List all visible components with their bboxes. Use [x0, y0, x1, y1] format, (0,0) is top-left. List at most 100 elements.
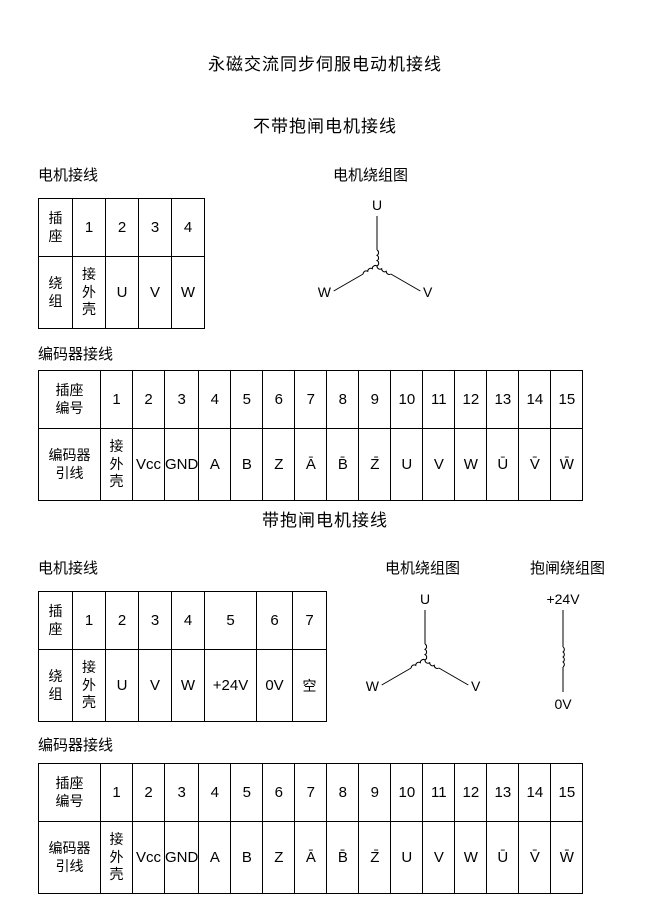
winding-right-label: V	[471, 678, 481, 694]
table-cell: +24V	[204, 649, 257, 722]
table-cell: 7	[294, 763, 328, 822]
table-cell: 8	[326, 370, 360, 429]
motor-winding-diagram-label-2: 电机绕组图	[385, 560, 461, 577]
table-row: 编码器引线 接外壳 Vcc GND A B Z Ā B̄ Z̄ U V W Ū …	[38, 821, 584, 894]
table-cell: W	[454, 821, 488, 894]
table-cell: 14	[518, 370, 552, 429]
table-cell: 1	[72, 591, 106, 650]
table-cell: 9	[358, 763, 392, 822]
table-row: 插座 1 2 3 4	[38, 198, 205, 257]
table-cell: W̄	[550, 821, 584, 894]
table-cell: Z̄	[358, 428, 392, 501]
winding-lines	[333, 216, 421, 292]
motor-winding-diagram-label-1: 电机绕组图	[333, 167, 409, 184]
brake-top-label: +24V	[546, 592, 580, 607]
table-cell: U	[390, 428, 424, 501]
page-title: 永磁交流同步伺服电动机接线	[208, 55, 442, 74]
motor-winding-diagram-svg-2: U W V	[366, 592, 481, 694]
table-cell: 5	[204, 591, 257, 650]
table-cell: 3	[163, 763, 200, 822]
table-cell: 9	[358, 370, 392, 429]
winding-left-label: W	[366, 678, 380, 694]
table-cell: 空	[292, 649, 327, 722]
section1-title: 不带抱闸电机接线	[253, 117, 397, 136]
table-row: 插座 1 2 3 4 5 6 7	[38, 591, 327, 650]
table-cell: W	[171, 649, 205, 722]
encoder-table-2: 插座编号 1 2 3 4 5 6 7 8 9 10 11 12 13 14 15…	[38, 763, 584, 894]
table-cell: 15	[550, 763, 584, 822]
table-cell: 4	[198, 370, 232, 429]
table-cell: 3	[138, 198, 172, 257]
table-cell: Ū	[486, 428, 520, 501]
table-cell: 4	[171, 591, 205, 650]
encoder-wiring-label-1: 编码器接线	[38, 346, 114, 363]
brake-winding-diagram-svg: +24V 0V	[546, 592, 580, 712]
table-cell: 6	[256, 591, 293, 650]
table-cell: Z	[262, 821, 296, 894]
table-header-cell: 绕组	[38, 649, 73, 722]
table-cell: 接外壳	[72, 649, 106, 722]
motor-winding-diagram-svg-1: U W V	[318, 198, 433, 300]
table-cell: U	[105, 649, 139, 722]
table-cell: 13	[486, 370, 520, 429]
table-cell: V	[422, 821, 456, 894]
table-cell: A	[198, 821, 232, 894]
table-cell: B̄	[326, 821, 360, 894]
table-row: 插座编号 1 2 3 4 5 6 7 8 9 10 11 12 13 14 15	[38, 763, 584, 822]
table-cell: 2	[132, 370, 165, 429]
table-cell: 7	[292, 591, 327, 650]
table-cell: W̄	[550, 428, 584, 501]
table-header-cell: 插座	[38, 198, 73, 257]
table-header-cell: 编码器引线	[38, 428, 101, 501]
table-cell: 3	[163, 370, 200, 429]
table-cell: 5	[230, 763, 264, 822]
encoder-wiring-label-2: 编码器接线	[38, 737, 114, 754]
table-cell: 11	[422, 763, 456, 822]
table-cell: GND	[163, 821, 200, 894]
table-cell: 4	[171, 198, 205, 257]
winding-right-label: V	[423, 284, 433, 300]
table-cell: Vcc	[132, 821, 165, 894]
winding-top-label: U	[420, 592, 430, 607]
table-cell: 6	[262, 370, 296, 429]
table-cell: 11	[422, 370, 456, 429]
table-header-cell: 插座	[38, 591, 73, 650]
table-cell: 接外壳	[100, 821, 133, 894]
table-cell: 14	[518, 763, 552, 822]
table-cell: 12	[454, 763, 488, 822]
table-cell: 15	[550, 370, 584, 429]
table-header-cell: 编码器引线	[38, 821, 101, 894]
table-cell: 1	[100, 763, 133, 822]
table-cell: 12	[454, 370, 488, 429]
table-cell: 1	[72, 198, 106, 257]
table-cell: U	[390, 821, 424, 894]
table-row: 编码器引线 接外壳 Vcc GND A B Z Ā B̄ Z̄ U V W Ū …	[38, 428, 584, 501]
table-cell: 8	[326, 763, 360, 822]
table-cell: 接外壳	[72, 256, 106, 329]
table-cell: 2	[132, 763, 165, 822]
table-header-cell: 绕组	[38, 256, 73, 329]
table-cell: V̄	[518, 821, 552, 894]
table-cell: Ā	[294, 821, 328, 894]
table-cell: 13	[486, 763, 520, 822]
table-header-cell: 插座编号	[38, 763, 101, 822]
table-cell: A	[198, 428, 232, 501]
table-row: 绕组 接外壳 U V W +24V 0V 空	[38, 649, 327, 722]
table-cell: U	[105, 256, 139, 329]
table-cell: 6	[262, 763, 296, 822]
table-cell: V	[138, 649, 172, 722]
table-cell: Z	[262, 428, 296, 501]
encoder-table-1: 插座编号 1 2 3 4 5 6 7 8 9 10 11 12 13 14 15…	[38, 370, 584, 501]
motor-table-brake: 插座 1 2 3 4 5 6 7 绕组 接外壳 U V W +24V 0V 空	[38, 591, 327, 722]
table-cell: GND	[163, 428, 200, 501]
table-row: 绕组 接外壳 U V W	[38, 256, 205, 329]
winding-top-label: U	[372, 198, 382, 213]
table-cell: Vcc	[132, 428, 165, 501]
table-cell: 7	[294, 370, 328, 429]
table-cell: 2	[105, 591, 139, 650]
table-cell: W	[171, 256, 205, 329]
brake-winding-diagram-label: 抱闸绕组图	[530, 560, 606, 577]
table-cell: Ū	[486, 821, 520, 894]
table-cell: Z̄	[358, 821, 392, 894]
brake-lines	[562, 610, 565, 692]
